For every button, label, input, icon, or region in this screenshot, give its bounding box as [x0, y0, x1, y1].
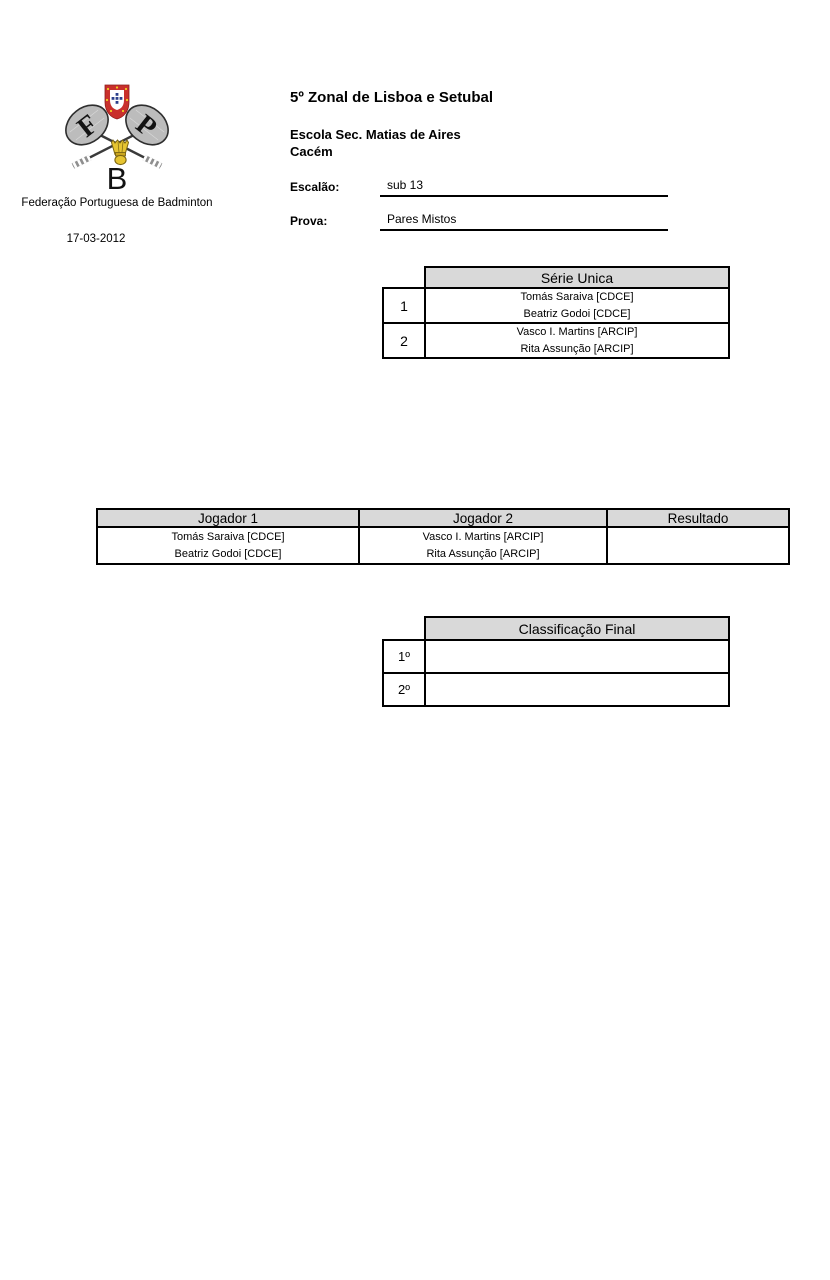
logo-letter-b: B: [107, 161, 128, 192]
player-name: Tomás Saraiva [CDCE]: [171, 530, 285, 543]
player-name: Tomás Saraiva [CDCE]: [520, 291, 634, 303]
left-racket-icon: F: [65, 104, 109, 146]
match-header-row: Jogador 1 Jogador 2 Resultado: [96, 508, 790, 528]
racket-shafts-icon: [71, 133, 163, 169]
page-title: 5º Zonal de Lisboa e Setubal: [290, 89, 494, 106]
table-row: Tomás Saraiva [CDCE] Beatriz Godoi [CDCE…: [96, 526, 790, 565]
classificacao-final-table: Classificação Final 1º 2º: [382, 616, 730, 707]
player-name: Rita Assunção [ARCIP]: [520, 342, 634, 355]
portugal-shield-icon: [104, 84, 130, 120]
classif-header-row: Classificação Final: [383, 616, 730, 641]
rank-slot: [424, 672, 730, 707]
player-name: Rita Assunção [ARCIP]: [426, 547, 540, 560]
prova-label: Prova:: [290, 214, 328, 228]
rank-number: 2º: [382, 672, 426, 707]
pair-cell: Tomás Saraiva [CDCE] Beatriz Godoi [CDCE…: [424, 287, 730, 324]
player-name: Vasco I. Martins [ARCIP]: [516, 326, 638, 338]
seed-number: 2: [382, 322, 426, 359]
jogador2-cell: Vasco I. Martins [ARCIP] Rita Assunção […: [358, 526, 608, 565]
resultado-header: Resultado: [606, 508, 790, 528]
player-name: Vasco I. Martins [ARCIP]: [422, 530, 544, 543]
serie-unica-table: Série Unica 1 Tomás Saraiva [CDCE] Beatr…: [382, 266, 730, 359]
blank-cell: [383, 617, 425, 640]
resultado-cell: [606, 526, 790, 565]
venue-city: Cacém: [290, 144, 333, 159]
shuttlecock-icon: [110, 139, 130, 166]
jogador1-header: Jogador 1: [96, 508, 360, 528]
prova-value-field: Pares Mistos: [380, 212, 668, 231]
table-row: 2 Vasco I. Martins [ARCIP] Rita Assunção…: [382, 322, 730, 359]
jogador1-cell: Tomás Saraiva [CDCE] Beatriz Godoi [CDCE…: [96, 526, 360, 565]
escalao-label: Escalão:: [290, 180, 340, 194]
classif-table-header: Classificação Final: [424, 616, 730, 641]
table-row: 1 Tomás Saraiva [CDCE] Beatriz Godoi [CD…: [382, 287, 730, 324]
player-name: Beatriz Godoi [CDCE]: [523, 307, 631, 320]
fpb-logo: F P: [65, 84, 169, 192]
match-table: Jogador 1 Jogador 2 Resultado Tomás Sara…: [96, 508, 790, 565]
right-racket-icon: P: [125, 104, 169, 146]
pair-cell: Vasco I. Martins [ARCIP] Rita Assunção […: [424, 322, 730, 359]
venue-school: Escola Sec. Matias de Aires: [290, 127, 461, 142]
venue-block: Escola Sec. Matias de Aires Cacém: [290, 126, 461, 160]
seed-number: 1: [382, 287, 426, 324]
rank-number: 1º: [382, 639, 426, 674]
federation-name: Federação Portuguesa de Badminton: [21, 197, 213, 209]
blank-cell: [383, 267, 425, 288]
rank-slot: [424, 639, 730, 674]
document-date: 17-03-2012: [66, 233, 126, 245]
jogador2-header: Jogador 2: [358, 508, 608, 528]
serie-header-row: Série Unica: [383, 266, 730, 289]
serie-table-header: Série Unica: [424, 266, 730, 289]
escalao-value-field: sub 13: [380, 178, 668, 197]
table-row: 2º: [382, 672, 730, 707]
table-row: 1º: [382, 639, 730, 674]
player-name: Beatriz Godoi [CDCE]: [174, 547, 282, 560]
